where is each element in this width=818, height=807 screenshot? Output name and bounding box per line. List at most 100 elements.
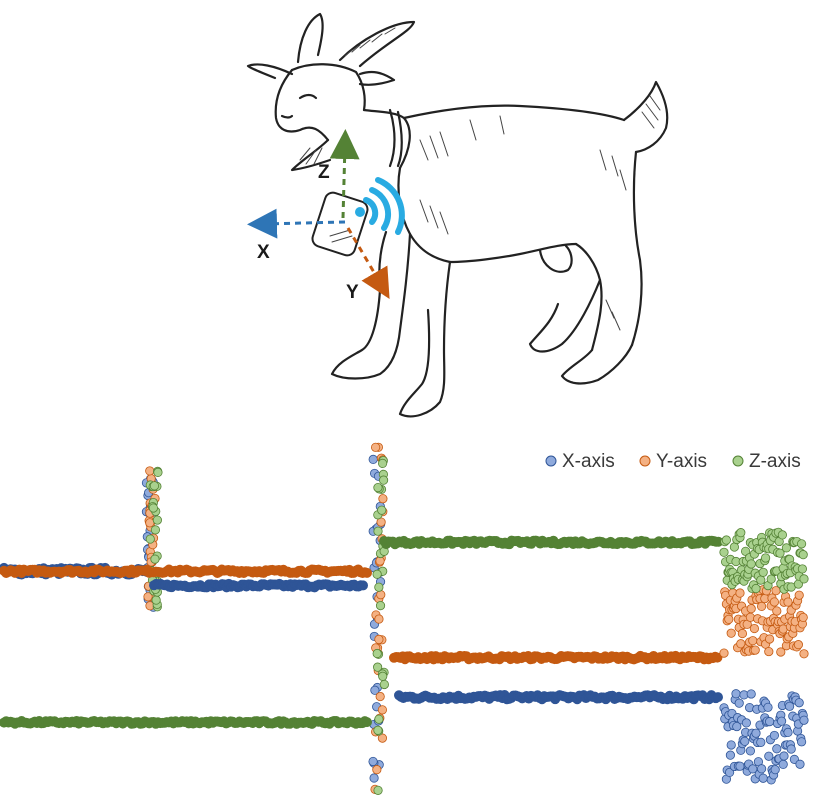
event-point-1-x bbox=[368, 454, 378, 465]
data-point bbox=[769, 730, 780, 741]
series-z-axis bbox=[0, 527, 809, 729]
event-point-1-y bbox=[371, 442, 381, 452]
legend-label-y: Y-axis bbox=[656, 451, 707, 472]
legend-label-z: Z-axis bbox=[749, 451, 801, 472]
y-axis-arrow bbox=[346, 227, 390, 299]
z-axis-letter: Z bbox=[318, 162, 330, 183]
event-point-0-z bbox=[150, 554, 160, 564]
data-point bbox=[772, 744, 782, 754]
event-point-1-z bbox=[377, 458, 388, 469]
data-point bbox=[797, 564, 808, 574]
data-point bbox=[783, 597, 793, 607]
data-point bbox=[737, 628, 748, 639]
data-point bbox=[764, 717, 775, 727]
data-point bbox=[760, 553, 771, 563]
data-point bbox=[726, 740, 736, 750]
data-point bbox=[770, 765, 780, 775]
data-point bbox=[781, 543, 792, 553]
data-point bbox=[798, 550, 808, 560]
data-point bbox=[361, 567, 372, 578]
z-axis-arrow bbox=[329, 129, 360, 219]
event-point-0-y bbox=[145, 466, 155, 476]
event-point-0-z bbox=[145, 534, 155, 544]
data-point bbox=[756, 601, 767, 611]
data-point bbox=[777, 530, 788, 540]
data-point bbox=[741, 718, 752, 728]
data-point bbox=[794, 590, 804, 600]
data-point bbox=[751, 583, 761, 594]
data-point bbox=[796, 737, 807, 747]
accelerometer-scatter-plot: X-axis Y-axis Z-axis bbox=[0, 442, 809, 795]
data-point bbox=[746, 689, 756, 699]
event-point-0-z bbox=[153, 467, 163, 477]
event-point-1-z bbox=[373, 725, 383, 735]
data-point bbox=[749, 623, 760, 634]
event-point-1-z bbox=[374, 714, 384, 724]
data-point bbox=[726, 628, 736, 638]
data-point bbox=[746, 604, 756, 614]
event-point-1-z bbox=[378, 475, 389, 485]
legend-item-y: Y-axis bbox=[639, 451, 707, 472]
data-point bbox=[784, 701, 795, 711]
data-point bbox=[745, 746, 756, 756]
data-point bbox=[756, 575, 766, 585]
event-spikes bbox=[141, 442, 389, 795]
event-point-0-z bbox=[149, 481, 160, 491]
data-point bbox=[361, 717, 372, 728]
data-point bbox=[799, 574, 809, 584]
data-point bbox=[732, 721, 742, 732]
event-point-1-y bbox=[378, 494, 388, 504]
data-point bbox=[725, 750, 736, 760]
x-axis-arrow bbox=[247, 208, 346, 239]
x-axis-letter: X bbox=[257, 242, 270, 263]
data-point bbox=[712, 652, 723, 663]
goat-body-outline bbox=[246, 12, 669, 418]
event-point-1-z bbox=[377, 505, 387, 515]
data-point bbox=[776, 647, 786, 657]
data-point bbox=[734, 698, 744, 708]
event-point-1-y bbox=[377, 733, 388, 743]
event-point-1-y bbox=[375, 691, 385, 702]
data-point bbox=[783, 727, 793, 738]
series-points bbox=[0, 527, 809, 785]
data-point bbox=[751, 728, 761, 738]
event-point-0-z bbox=[150, 525, 161, 535]
data-point bbox=[763, 702, 773, 712]
data-point bbox=[756, 764, 767, 774]
data-point bbox=[719, 648, 729, 658]
wireless-signal-icon bbox=[355, 177, 405, 235]
event-point-1-z bbox=[379, 679, 389, 690]
legend-marker-y bbox=[639, 455, 651, 467]
event-point-1-z bbox=[372, 569, 382, 579]
data-point bbox=[719, 547, 729, 557]
data-point bbox=[794, 698, 804, 708]
data-point bbox=[756, 737, 766, 747]
event-point-1-z bbox=[373, 662, 383, 672]
data-point bbox=[779, 751, 789, 761]
data-point bbox=[778, 759, 788, 770]
series-x-axis bbox=[0, 562, 809, 785]
data-point bbox=[729, 542, 740, 552]
event-point-1-y bbox=[374, 614, 384, 624]
data-point bbox=[735, 588, 745, 598]
event-point-1-z bbox=[374, 582, 384, 592]
event-point-0-y bbox=[143, 592, 153, 602]
data-point bbox=[764, 646, 774, 657]
data-point bbox=[724, 767, 735, 778]
event-point-1-z bbox=[375, 601, 386, 611]
data-point bbox=[748, 636, 758, 646]
event-point-1-z bbox=[378, 671, 388, 681]
legend-item-z: Z-axis bbox=[732, 451, 801, 472]
data-point bbox=[724, 614, 734, 624]
legend-marker-x bbox=[545, 455, 557, 467]
data-point bbox=[746, 559, 756, 569]
legend-label-x: X-axis bbox=[562, 451, 615, 472]
legend: X-axis Y-axis Z-axis bbox=[545, 451, 801, 472]
event-point-1-z bbox=[372, 648, 382, 659]
data-point bbox=[357, 580, 368, 591]
event-point-1-x bbox=[368, 756, 378, 767]
event-point-0-z bbox=[151, 595, 161, 605]
data-point bbox=[736, 528, 746, 538]
data-point bbox=[796, 539, 807, 549]
data-point bbox=[795, 759, 805, 769]
